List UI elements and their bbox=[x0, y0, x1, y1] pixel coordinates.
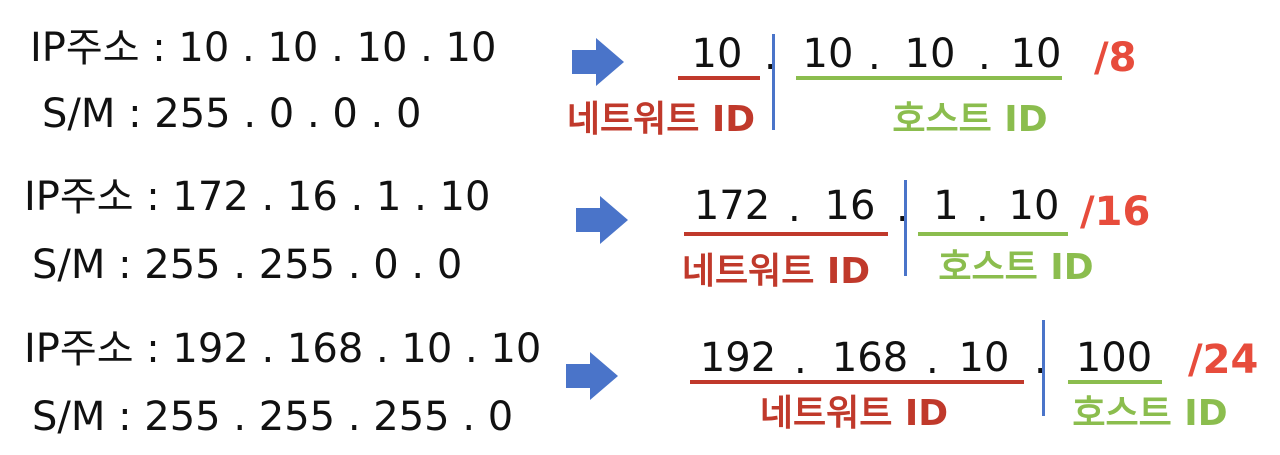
host-underline bbox=[796, 76, 1062, 80]
network-id-label: 네트워트 ID bbox=[566, 99, 756, 140]
network-host-divider bbox=[904, 180, 907, 276]
network-octet: 168 bbox=[831, 335, 909, 381]
network-id-label: 네트워트 ID bbox=[681, 251, 871, 292]
network-host-divider bbox=[1042, 320, 1045, 416]
network-octet: 16 bbox=[824, 183, 876, 229]
subnet-mask-label: S/M : 255 . 255 . 255 . 0 bbox=[32, 394, 514, 440]
network-octet: 10 bbox=[691, 31, 743, 77]
octet-dot: . bbox=[978, 33, 991, 79]
network-octet: 10 bbox=[958, 335, 1010, 381]
right-arrow-icon bbox=[566, 352, 618, 400]
network-underline bbox=[684, 232, 888, 236]
host-id-label: 호스트 ID bbox=[938, 247, 1094, 288]
host-octet: 100 bbox=[1075, 335, 1153, 381]
host-octet: 10 bbox=[1010, 31, 1062, 77]
cidr-prefix: /24 bbox=[1188, 337, 1259, 383]
network-underline bbox=[690, 380, 1024, 384]
right-arrow-icon bbox=[572, 38, 624, 86]
host-octet: 1 bbox=[933, 183, 959, 229]
host-underline bbox=[1068, 380, 1162, 384]
octet-dot: . bbox=[976, 185, 989, 231]
subnet-mask-label: S/M : 255 . 255 . 0 . 0 bbox=[32, 242, 463, 288]
octet-dot: . bbox=[788, 185, 801, 231]
network-octet: 172 bbox=[693, 183, 771, 229]
network-host-divider bbox=[772, 34, 775, 130]
subnet-mask-label: S/M : 255 . 0 . 0 . 0 bbox=[42, 91, 422, 137]
host-octet: 10 bbox=[904, 31, 956, 77]
host-id-label: 호스트 ID bbox=[1072, 393, 1228, 434]
octet-dot: . bbox=[794, 337, 807, 383]
host-octet: 10 bbox=[1008, 183, 1060, 229]
cidr-prefix: /8 bbox=[1094, 35, 1137, 81]
octet-dot: . bbox=[868, 33, 881, 79]
cidr-prefix: /16 bbox=[1080, 189, 1151, 235]
right-arrow-icon bbox=[576, 196, 628, 244]
host-id-label: 호스트 ID bbox=[892, 99, 1048, 140]
ip-address-label: IP주소 : 10 . 10 . 10 . 10 bbox=[30, 25, 497, 71]
network-underline bbox=[678, 76, 760, 80]
host-underline bbox=[918, 232, 1068, 236]
network-octet: 192 bbox=[699, 335, 777, 381]
ip-address-label: IP주소 : 192 . 168 . 10 . 10 bbox=[24, 326, 542, 372]
network-id-label: 네트워트 ID bbox=[759, 393, 949, 434]
host-octet: 10 bbox=[802, 31, 854, 77]
octet-dot: . bbox=[926, 337, 939, 383]
ip-address-label: IP주소 : 172 . 16 . 1 . 10 bbox=[24, 174, 491, 220]
